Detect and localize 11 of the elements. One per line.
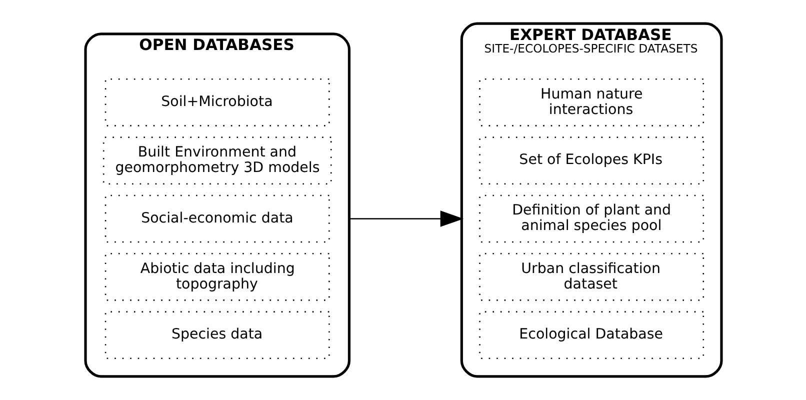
node-box: Human nature interactions: [478, 78, 704, 126]
node-box: Abiotic data including topography: [104, 253, 330, 301]
node-box: Urban classification dataset: [478, 253, 704, 301]
node-box: Definition of plant and animal species pool: [478, 194, 704, 243]
node-box: Built Environment and geomorphometry 3D models: [102, 136, 332, 184]
arrow: [348, 210, 464, 227]
node-box: Social-economic data: [104, 194, 330, 243]
node-box: Soil+Microbiota: [104, 78, 330, 126]
node-box: Set of Ecolopes KPIs: [478, 136, 704, 184]
node-box: Ecological Database: [478, 311, 704, 359]
node-box: Species data: [104, 311, 330, 359]
